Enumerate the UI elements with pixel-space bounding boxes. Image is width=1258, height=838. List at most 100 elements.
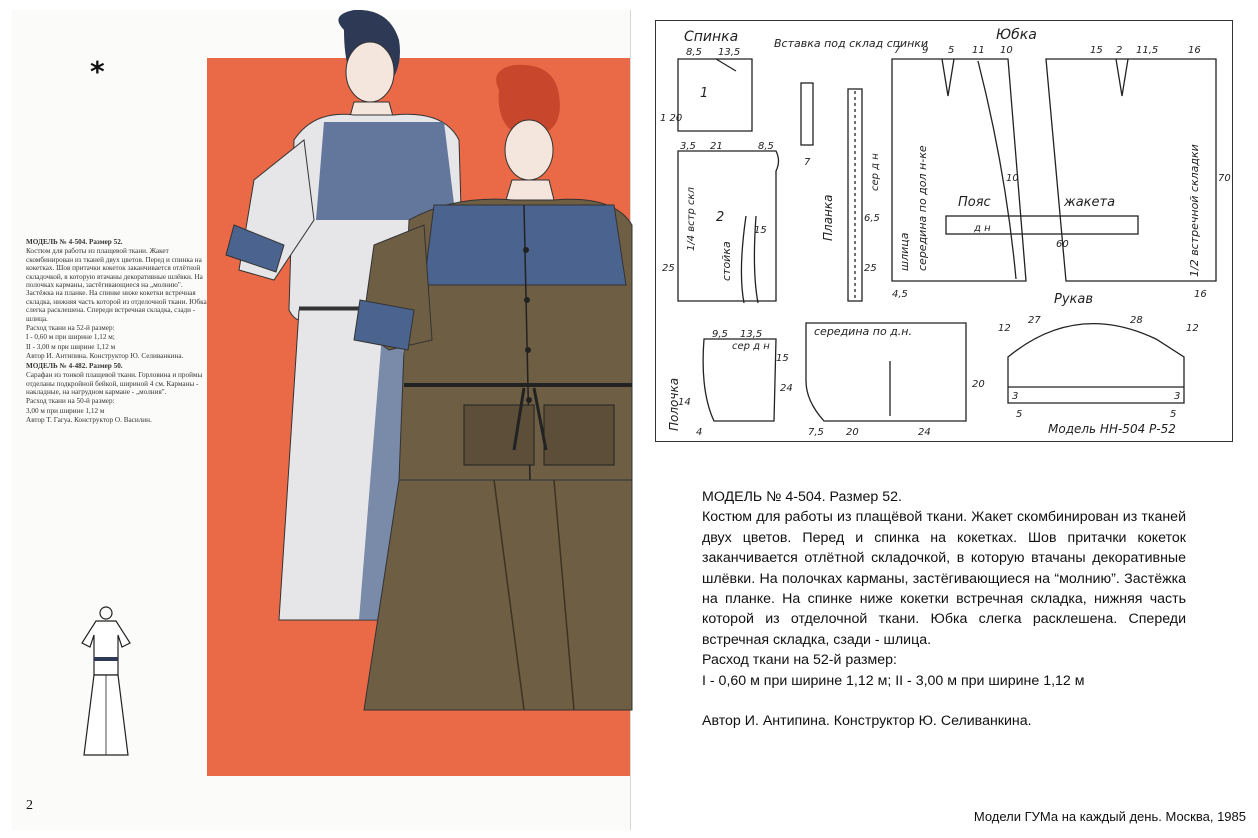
- label-model: Модель НН-504 Р-52: [1048, 422, 1176, 436]
- fashion-illustration: [225, 10, 633, 711]
- pattern-drawing: Спинка Вставка под склад спинки Юбка 1 2…: [660, 27, 1231, 438]
- belt-outline: [945, 215, 1139, 235]
- front-piece-outline: [805, 322, 967, 422]
- description-body: Костюм для работы из плащёвой ткани. Жак…: [702, 509, 1186, 648]
- dim-5-b: 5: [1016, 409, 1022, 420]
- dim-4-5: 4,5: [892, 289, 908, 300]
- page-number: 2: [26, 798, 33, 813]
- small-text-line: Расход ткани на 50-й размер:: [26, 397, 115, 406]
- placket-outline: [847, 88, 863, 302]
- dress-thumbnail-sketch: [81, 606, 131, 756]
- label-seredina-dol: середина по дол н-ке: [916, 145, 929, 271]
- dim-15: 15: [1090, 45, 1103, 56]
- small-text-line: Автор И. Антипина. Конструктор Ю. Селива…: [26, 352, 184, 361]
- skirt-back-outline: [1045, 58, 1217, 282]
- dim-60: 60: [1056, 239, 1069, 250]
- small-text-line: I - 0,60 м при ширине 1,12 м;: [26, 333, 115, 342]
- label-spinka: Спинка: [684, 29, 738, 45]
- dim-13-5-b: 13,5: [740, 329, 762, 340]
- dim-7: 7: [894, 45, 901, 56]
- dim-10: 10: [1000, 45, 1013, 56]
- label-ser-dn-vertical: сер д н: [870, 153, 881, 191]
- dim-70: 70: [1218, 173, 1231, 184]
- dim-12-b: 12: [1186, 323, 1199, 334]
- dim-16: 16: [1188, 45, 1201, 56]
- dim-21: 21: [710, 141, 723, 152]
- dim-7-5: 7,5: [808, 427, 824, 438]
- label-planka: Планка: [821, 195, 835, 242]
- description-title: МОДЕЛЬ № 4-504. Размер 52.: [702, 489, 902, 505]
- back-lower-outline: [677, 150, 780, 302]
- dim-6-5: 6,5: [864, 213, 880, 224]
- sleeve-outline: [1007, 323, 1185, 404]
- label-stoyka: стойка: [720, 241, 733, 281]
- label-polochka: Полочка: [667, 378, 681, 431]
- dim-16-b: 16: [1194, 289, 1207, 300]
- label-zhaketa: жакета: [1063, 195, 1115, 210]
- label-poyas: Пояс: [958, 195, 991, 210]
- insert-outline: [800, 82, 814, 146]
- label-rukav: Рукав: [1054, 292, 1093, 307]
- dim-15-b: 15: [754, 225, 767, 236]
- small-text-line: Расход ткани на 52-й размер:: [26, 324, 115, 333]
- dim-3-5: 3,5: [680, 141, 696, 152]
- dim-13-5: 13,5: [718, 47, 740, 58]
- dim-1-20: 1 20: [660, 113, 682, 124]
- dim-4: 4: [696, 427, 702, 438]
- dim-11: 11: [972, 45, 985, 56]
- credits-line: Автор И. Антипина. Конструктор Ю. Селива…: [702, 713, 1032, 730]
- dim-14: 14: [678, 397, 691, 408]
- small-text-line: МОДЕЛЬ № 4-504. Размер 52.: [26, 238, 123, 246]
- dim-8-5: 8,5: [686, 47, 702, 58]
- magazine-page: * * МОДЕЛЬ № 4-504. Размер 52. Костюм дл…: [12, 10, 633, 830]
- small-text-line: МОДЕЛЬ № 4-482. Размер 50.: [26, 361, 123, 370]
- label-half-fold: 1/2 встречной складки: [1188, 144, 1201, 277]
- figure-olive-suit: [353, 64, 633, 711]
- source-citation: Модели ГУМа на каждый день. Москва, 1985: [973, 809, 1246, 824]
- dim-24: 24: [780, 383, 793, 394]
- dim-2: 2: [1116, 45, 1122, 56]
- back-yoke-outline: [677, 58, 753, 132]
- label-piece-2: 2: [716, 210, 724, 225]
- dim-15-c: 15: [776, 353, 789, 364]
- dim-3: 3: [1012, 391, 1018, 402]
- small-text-line: Автор Т. Гагуа. Конструктор О. Василин.: [26, 416, 152, 425]
- fabric-consumption-line: I - 0,60 м при ширине 1,12 м; II - 3,00 …: [702, 672, 1085, 689]
- dim-12: 12: [998, 323, 1011, 334]
- dim-5-c: 5: [1170, 409, 1176, 420]
- label-shlitsa: шлица: [898, 232, 911, 271]
- dim-9: 9: [922, 45, 928, 56]
- dim-25: 25: [662, 263, 675, 274]
- label-quarter-fold: 1/4 встр скл: [686, 186, 697, 251]
- dim-11-5: 11,5: [1136, 45, 1158, 56]
- dim-3-b: 3: [1174, 391, 1180, 402]
- dim-20: 20: [846, 427, 859, 438]
- small-text-line: Сарафан из тонкой плащевой ткани. Горлов…: [26, 371, 203, 396]
- model-description: МОДЕЛЬ № 4-504. Размер 52. Костюм для ра…: [702, 487, 1186, 731]
- small-print-description: МОДЕЛЬ № 4-504. Размер 52. Костюм для ра…: [26, 238, 209, 426]
- dim-8-5-b: 8,5: [758, 141, 774, 152]
- dim-24-b: 24: [918, 427, 931, 438]
- dim-20-b: 20: [972, 379, 985, 390]
- dim-28: 28: [1130, 315, 1143, 326]
- fabric-consumption-title: Расход ткани на 52-й размер:: [702, 652, 897, 669]
- label-piece-1: 1: [700, 86, 708, 101]
- label-vstavka: Вставка под склад спинки: [774, 37, 928, 50]
- label-yubka: Юбка: [996, 27, 1037, 43]
- asterisk-mark-top: *: [90, 55, 105, 88]
- label-dn: д н: [973, 223, 991, 234]
- sewing-pattern-diagram: Спинка Вставка под склад спинки Юбка 1 2…: [655, 20, 1233, 442]
- dim-10-b: 10: [1006, 173, 1019, 184]
- small-text-line: Костюм для работы из плащевой ткани. Жак…: [26, 247, 207, 323]
- dim-9-5: 9,5: [712, 329, 728, 340]
- small-text-line: II - 3,00 м при ширине 1,12 м: [26, 342, 116, 351]
- label-ser-dn: сер д н: [732, 341, 770, 352]
- dim-27: 27: [1028, 315, 1041, 326]
- label-seredina-dn: середина по д.н.: [814, 325, 912, 338]
- dim-7-b: 7: [804, 157, 811, 168]
- pocket-piece-outline: [702, 338, 777, 422]
- skirt-front-outline: [891, 58, 1027, 282]
- dim-5: 5: [948, 45, 954, 56]
- dim-25-b: 25: [864, 263, 877, 274]
- small-text-line: 3,00 м при ширине 1,12 м: [26, 406, 105, 415]
